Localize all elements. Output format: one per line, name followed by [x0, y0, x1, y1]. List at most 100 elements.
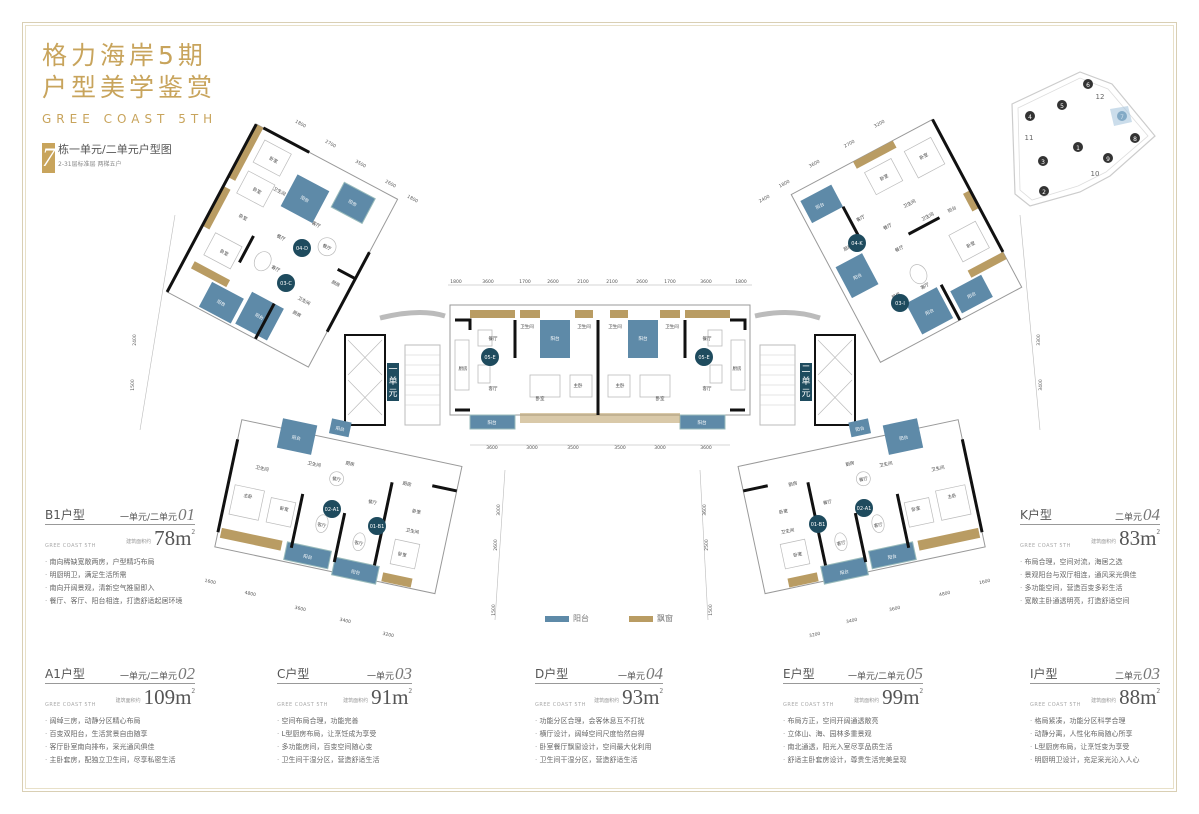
svg-text:3600: 3600 [700, 279, 712, 285]
title-english: GREE COAST 5TH [42, 112, 218, 126]
svg-text:阳台: 阳台 [216, 298, 228, 309]
svg-text:3300: 3300 [1036, 334, 1042, 346]
stair-label-unit1: 一单元 [388, 365, 398, 399]
svg-text:餐厅: 餐厅 [858, 475, 869, 484]
svg-text:厨房: 厨房 [345, 459, 356, 468]
svg-text:卫生间: 卫生间 [608, 323, 622, 330]
svg-text:2: 2 [1042, 189, 1046, 196]
right-top-wing: 阳台 卧室 卧室 客厅 厨房 餐厅 卫生间 卫生间 阳台 阳台 餐厅 卧室 厨房… [790, 118, 1023, 364]
svg-text:卧室: 卧室 [219, 247, 231, 258]
feature-item: 功能分区合理，会客休息互不打扰 [535, 715, 663, 728]
building-subtitle: 2-31层标准层 两梯五户 [58, 161, 122, 168]
svg-text:卧室: 卧室 [268, 155, 280, 166]
feature-item: 舒适主卧套房设计，尊贵生活完美呈现 [783, 754, 923, 767]
feature-item: 格局紧凑，功能分区科学合理 [1030, 715, 1160, 728]
svg-text:卫生间: 卫生间 [255, 464, 270, 474]
svg-text:3600: 3600 [294, 605, 307, 613]
inner-border [25, 25, 1174, 789]
svg-text:阳台: 阳台 [924, 306, 936, 317]
svg-text:1600: 1600 [204, 578, 217, 586]
svg-text:客厅: 客厅 [354, 539, 365, 548]
feature-item: 卫生间干湿分区，营造舒适生活 [535, 754, 663, 767]
svg-text:阳台: 阳台 [839, 568, 850, 577]
svg-text:餐厅: 餐厅 [367, 498, 378, 507]
card-area: 88m [1119, 685, 1157, 709]
svg-text:11: 11 [1025, 134, 1034, 142]
feature-item: 餐厅、客厅、阳台相连，打造舒适起居环境 [45, 595, 195, 608]
svg-text:阳台: 阳台 [966, 290, 978, 301]
svg-text:阳台: 阳台 [698, 419, 707, 426]
right-bottom-wing: 阳台 阳台 卫生间 卫生间 厨房 餐厅 主卧 卧室 客厅 客厅 厨房 餐厅 卧室… [737, 418, 986, 595]
svg-text:2600: 2600 [493, 539, 499, 551]
svg-text:01-B1: 01-B1 [811, 522, 826, 528]
svg-text:04-K: 04-K [851, 241, 863, 247]
svg-text:2100: 2100 [577, 279, 589, 285]
card-area-label: 建筑面积约 [1091, 698, 1117, 704]
svg-text:客厅: 客厅 [919, 281, 931, 292]
svg-text:12: 12 [1096, 93, 1105, 101]
card-number: 03 [1143, 664, 1160, 683]
card-number: 04 [1143, 505, 1160, 524]
svg-text:1700: 1700 [664, 279, 676, 285]
left-bottom-wing: 阳台 阳台 卫生间 卫生间 厨房 餐厅 主卧 卧室 客厅 客厅 厨房 餐厅 卧室… [214, 418, 463, 595]
svg-text:阳台: 阳台 [551, 335, 560, 342]
card-area: 91m [371, 685, 409, 709]
svg-text:阳台: 阳台 [254, 311, 266, 322]
feature-item: 明厨明卫，满足生活所需 [45, 569, 195, 582]
svg-text:卫生间: 卫生间 [405, 526, 420, 536]
feature-item: 立体山、海、园林多重景观 [783, 728, 923, 741]
left-top-wing: 卧室 卧室 卧室 卧室 卫生间 阳台 阳台 客厅 餐厅 厨房 餐厅 客厅 卫生间… [165, 123, 399, 368]
svg-text:卧室: 卧室 [279, 505, 290, 514]
svg-text:客厅: 客厅 [836, 539, 847, 548]
svg-text:1800: 1800 [450, 279, 462, 285]
card-english: GREE COAST 5TH [1020, 543, 1071, 549]
svg-text:1800: 1800 [735, 279, 747, 285]
feature-item: 空间布局合理，功能完善 [277, 715, 412, 728]
svg-text:3400: 3400 [846, 617, 859, 625]
card-area: 78m [154, 526, 192, 550]
card-area-label: 建筑面积约 [126, 539, 152, 545]
svg-text:餐厅: 餐厅 [882, 221, 894, 232]
svg-text:客厅: 客厅 [489, 385, 498, 392]
svg-text:2600: 2600 [384, 179, 397, 190]
card-number: 03 [395, 664, 412, 683]
svg-text:客厅: 客厅 [270, 263, 282, 274]
svg-text:卧室: 卧室 [778, 507, 789, 516]
svg-text:3600: 3600 [889, 605, 902, 613]
svg-text:3600: 3600 [702, 504, 708, 516]
card-number: 05 [906, 664, 923, 683]
building-caption: 7 栋一单元/二单元户型图 2-31层标准层 两梯五户 [42, 143, 172, 173]
svg-text:5: 5 [1060, 103, 1064, 110]
feature-list: 布局合理，空间对流，海居之选 景观阳台与双厅相连，通风采光俱佳 多功能空间，营造… [1020, 556, 1160, 608]
svg-text:3200: 3200 [873, 119, 886, 130]
svg-text:卫生间: 卫生间 [931, 464, 946, 474]
svg-text:主卧: 主卧 [574, 382, 583, 389]
svg-text:卧室: 卧室 [536, 395, 545, 402]
card-area-label: 建筑面积约 [1091, 539, 1117, 545]
svg-text:主卧: 主卧 [616, 382, 625, 389]
card-area-label: 建筑面积约 [343, 698, 369, 704]
svg-text:阳台: 阳台 [887, 552, 898, 561]
svg-text:2100: 2100 [606, 279, 618, 285]
svg-text:3400: 3400 [1038, 379, 1044, 391]
svg-text:3600: 3600 [700, 445, 712, 451]
svg-text:3500: 3500 [567, 445, 579, 451]
svg-text:阳台: 阳台 [855, 424, 866, 433]
card-type: K户型 [1020, 508, 1052, 522]
feature-item: 南北通透，阳光入室尽享品质生活 [783, 741, 923, 754]
feature-item: 布局合理，空间对流，海居之选 [1020, 556, 1160, 569]
feature-list: 阔绰三房，动静分区精心布局 百变双阳台，生活赏景自由随享 客厅卧室南向排布，采光… [45, 715, 195, 767]
svg-text:2700: 2700 [843, 139, 856, 150]
svg-text:卧室: 卧室 [911, 504, 922, 513]
card-type: E户型 [783, 667, 815, 681]
svg-text:卧室: 卧室 [918, 151, 930, 162]
feature-item: 卫生间干湿分区，营造舒适生活 [277, 754, 412, 767]
badge-02-a1-right: 02-A1 [855, 499, 873, 517]
feature-item: 卧室餐厅飘窗设计，空间最大化利用 [535, 741, 663, 754]
svg-text:1700: 1700 [519, 279, 531, 285]
svg-text:02-A1: 02-A1 [325, 507, 340, 513]
feature-item: 南向稀缺宽敞两房，户型精巧布局 [45, 556, 195, 569]
legend-bay-window: 飘窗 [629, 613, 673, 624]
